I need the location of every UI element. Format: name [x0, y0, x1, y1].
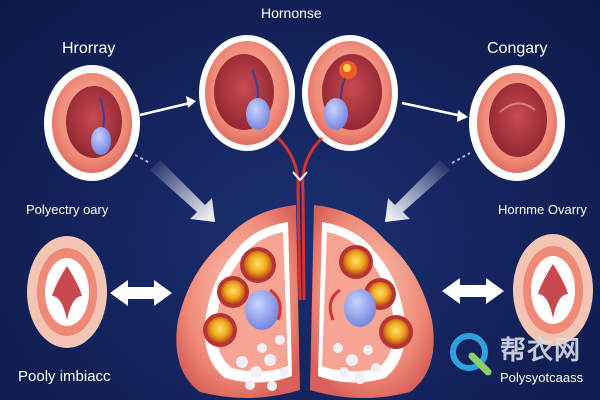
- lower-right-lobe: [310, 205, 434, 399]
- top-center-ovary-right: [302, 35, 398, 151]
- label-top-center: Hornonse: [261, 5, 322, 21]
- top-center-ovary-left: [199, 35, 295, 151]
- label-top-left: Hrorray: [62, 40, 116, 57]
- side-left-organ: [27, 236, 107, 348]
- side-right-organ: [513, 234, 593, 346]
- arrow-diagonal-right: [385, 160, 450, 222]
- lower-left-lobe: [176, 205, 300, 399]
- top-right-ovary: [469, 65, 565, 181]
- double-arrow-left: [110, 280, 172, 306]
- watermark-text: 帮衣网: [500, 336, 582, 366]
- label-bottom-right: Polysyotcaass: [500, 370, 584, 385]
- label-mid-right: Hornme Ovarry: [498, 202, 587, 217]
- dash-left: [134, 154, 151, 164]
- dash-right: [451, 152, 471, 164]
- arrow-top-left: [139, 96, 196, 117]
- watermark-logo-icon: [450, 333, 492, 376]
- connecting-vessels: [276, 136, 324, 301]
- label-top-right: Congary: [487, 40, 548, 57]
- arrow-diagonal-left: [150, 160, 215, 222]
- double-arrow-right: [442, 278, 504, 304]
- label-bottom-left: Pooly imbiacc: [18, 368, 111, 385]
- label-mid-left: Polyectry oary: [26, 202, 109, 217]
- top-left-ovary: [44, 65, 140, 181]
- arrow-top-right: [401, 101, 468, 122]
